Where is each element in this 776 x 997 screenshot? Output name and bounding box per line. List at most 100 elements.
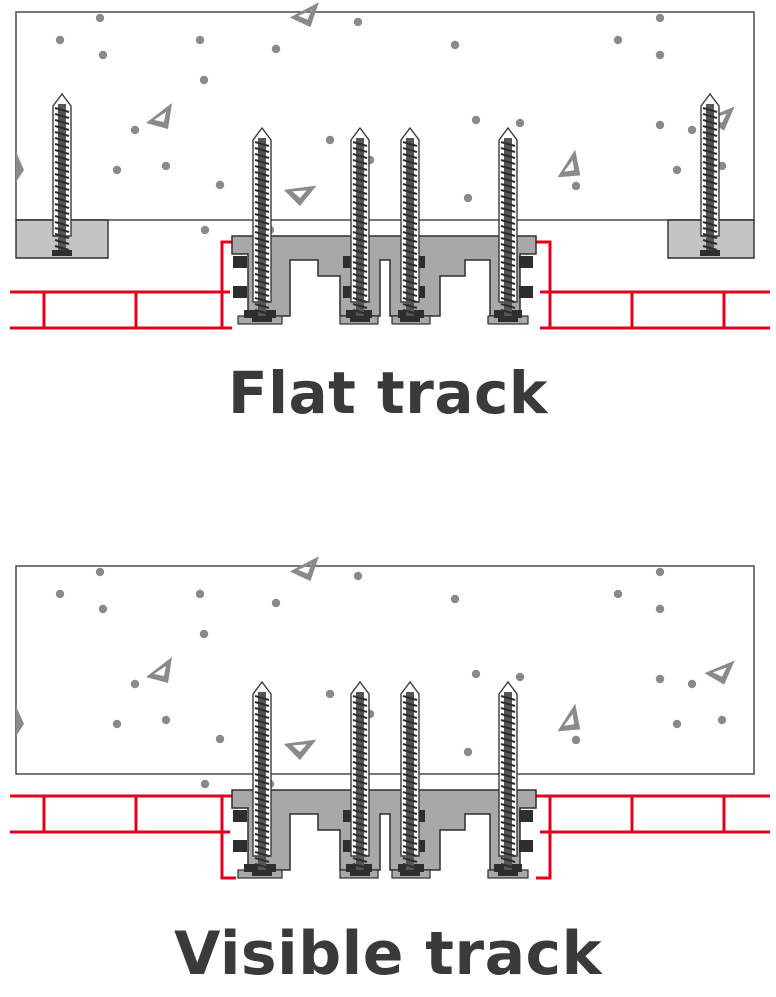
concrete-slab bbox=[15, 556, 755, 789]
aggregate-dot-icon bbox=[271, 44, 281, 54]
screw-icon bbox=[350, 126, 370, 322]
aggregate-stone-icon bbox=[146, 103, 172, 129]
screw-shaft bbox=[406, 692, 414, 876]
screw-head bbox=[498, 316, 518, 322]
concrete-slab bbox=[15, 2, 755, 235]
aggregate-dot-icon bbox=[463, 193, 473, 203]
aggregate-stone-icon bbox=[283, 185, 317, 207]
aggregate-dot-icon bbox=[199, 75, 209, 85]
aggregate-dot-icon bbox=[195, 589, 205, 599]
aggregate-dot-icon bbox=[613, 35, 623, 45]
aggregate-dot-icon bbox=[195, 35, 205, 45]
red-end-cap bbox=[536, 794, 552, 880]
red-end-cap bbox=[220, 794, 236, 880]
aggregate-dot-icon bbox=[95, 13, 105, 23]
screw-thread bbox=[352, 694, 368, 870]
aggregate-dot-icon bbox=[655, 50, 665, 60]
aggregate-stone-icon bbox=[557, 703, 581, 732]
aggregate-dot-icon bbox=[161, 715, 171, 725]
aggregate-dot-icon bbox=[200, 779, 210, 789]
aggregate-dot-icon bbox=[515, 118, 525, 128]
screw-shaft bbox=[504, 692, 512, 876]
aggregate-dot-icon bbox=[55, 589, 65, 599]
aggregate-dot-icon bbox=[463, 747, 473, 757]
aggregate-dot-icon bbox=[353, 571, 363, 581]
aggregate-dot-icon bbox=[215, 734, 225, 744]
screw-shaft bbox=[706, 104, 714, 256]
screw-icon bbox=[498, 126, 518, 322]
screw-thread bbox=[500, 694, 516, 870]
screw-head bbox=[498, 870, 518, 876]
screw-icon bbox=[400, 126, 420, 322]
screw-icon bbox=[252, 126, 272, 322]
screw-shaft bbox=[406, 138, 414, 322]
aggregate-dot-icon bbox=[613, 589, 623, 599]
screw-thread bbox=[254, 140, 270, 316]
track-seal bbox=[519, 840, 533, 852]
track-seal bbox=[233, 810, 247, 822]
aggregate-stone-icon bbox=[16, 706, 24, 736]
aggregate-dot-icon bbox=[215, 180, 225, 190]
aggregate-dot-icon bbox=[200, 225, 210, 235]
aggregate-dot-icon bbox=[687, 125, 697, 135]
screw-head bbox=[52, 250, 72, 256]
aggregate-dot-icon bbox=[130, 125, 140, 135]
screw-thread bbox=[402, 694, 418, 870]
screw-head bbox=[400, 870, 420, 876]
aggregate-stone-icon bbox=[557, 149, 581, 178]
aggregate-dot-icon bbox=[450, 594, 460, 604]
track-seal bbox=[233, 286, 247, 298]
track-body bbox=[231, 789, 537, 871]
aggregate-dot-icon bbox=[55, 35, 65, 45]
aggregate-dot-icon bbox=[672, 165, 682, 175]
aggregate-stone-icon bbox=[16, 152, 24, 182]
aggregate-dot-icon bbox=[571, 181, 581, 191]
flat-track-diagram: Flat track bbox=[0, 0, 776, 480]
track-body bbox=[231, 235, 537, 317]
aggregate-stone-icon bbox=[283, 739, 317, 761]
flat-track-drawing bbox=[10, 2, 770, 330]
screw-icon bbox=[700, 92, 720, 256]
visible-track-diagram: Visible track bbox=[0, 540, 776, 997]
visible-track-caption: Visible track bbox=[173, 919, 603, 989]
screw-thread bbox=[352, 140, 368, 316]
concrete-slab-outline bbox=[15, 11, 755, 221]
screw-thread bbox=[702, 106, 718, 252]
screw-thread bbox=[500, 140, 516, 316]
red-frame-profile bbox=[10, 794, 770, 880]
aggregate-dot-icon bbox=[450, 40, 460, 50]
screw-icon bbox=[400, 680, 420, 876]
screw-icon bbox=[52, 92, 72, 256]
aggregate-dot-icon bbox=[112, 165, 122, 175]
track-seal bbox=[519, 256, 533, 268]
aggregate-dot-icon bbox=[655, 674, 665, 684]
aggregate-dot-icon bbox=[655, 567, 665, 577]
aggregate-dot-icon bbox=[717, 161, 727, 171]
concrete-slab-outline bbox=[15, 565, 755, 775]
screw-shaft bbox=[356, 138, 364, 322]
aggregate-dot-icon bbox=[515, 672, 525, 682]
screw-icon bbox=[350, 680, 370, 876]
screw-shaft bbox=[258, 138, 266, 322]
aggregate-stone-icon bbox=[704, 106, 735, 131]
screw-head bbox=[700, 250, 720, 256]
aggregate-dot-icon bbox=[353, 17, 363, 27]
aggregate-dot-icon bbox=[672, 719, 682, 729]
aggregate-stone-icon bbox=[704, 660, 735, 685]
screw-thread bbox=[254, 694, 270, 870]
flat-track-caption: Flat track bbox=[228, 359, 548, 427]
screw-shaft bbox=[58, 104, 66, 256]
aggregate-dot-icon bbox=[271, 598, 281, 608]
track-seal bbox=[233, 256, 247, 268]
aggregate-dot-icon bbox=[130, 679, 140, 689]
aggregate-dot-icon bbox=[655, 13, 665, 23]
screw-thread bbox=[54, 106, 70, 252]
screw-shaft bbox=[356, 692, 364, 876]
screw-head bbox=[252, 870, 272, 876]
red-end-cap bbox=[220, 240, 236, 330]
aggregate-dot-icon bbox=[655, 120, 665, 130]
track-profile bbox=[231, 235, 537, 325]
aggregate-stone-icon bbox=[289, 556, 319, 582]
red-frame-profile bbox=[10, 240, 770, 330]
red-end-cap bbox=[536, 240, 552, 330]
